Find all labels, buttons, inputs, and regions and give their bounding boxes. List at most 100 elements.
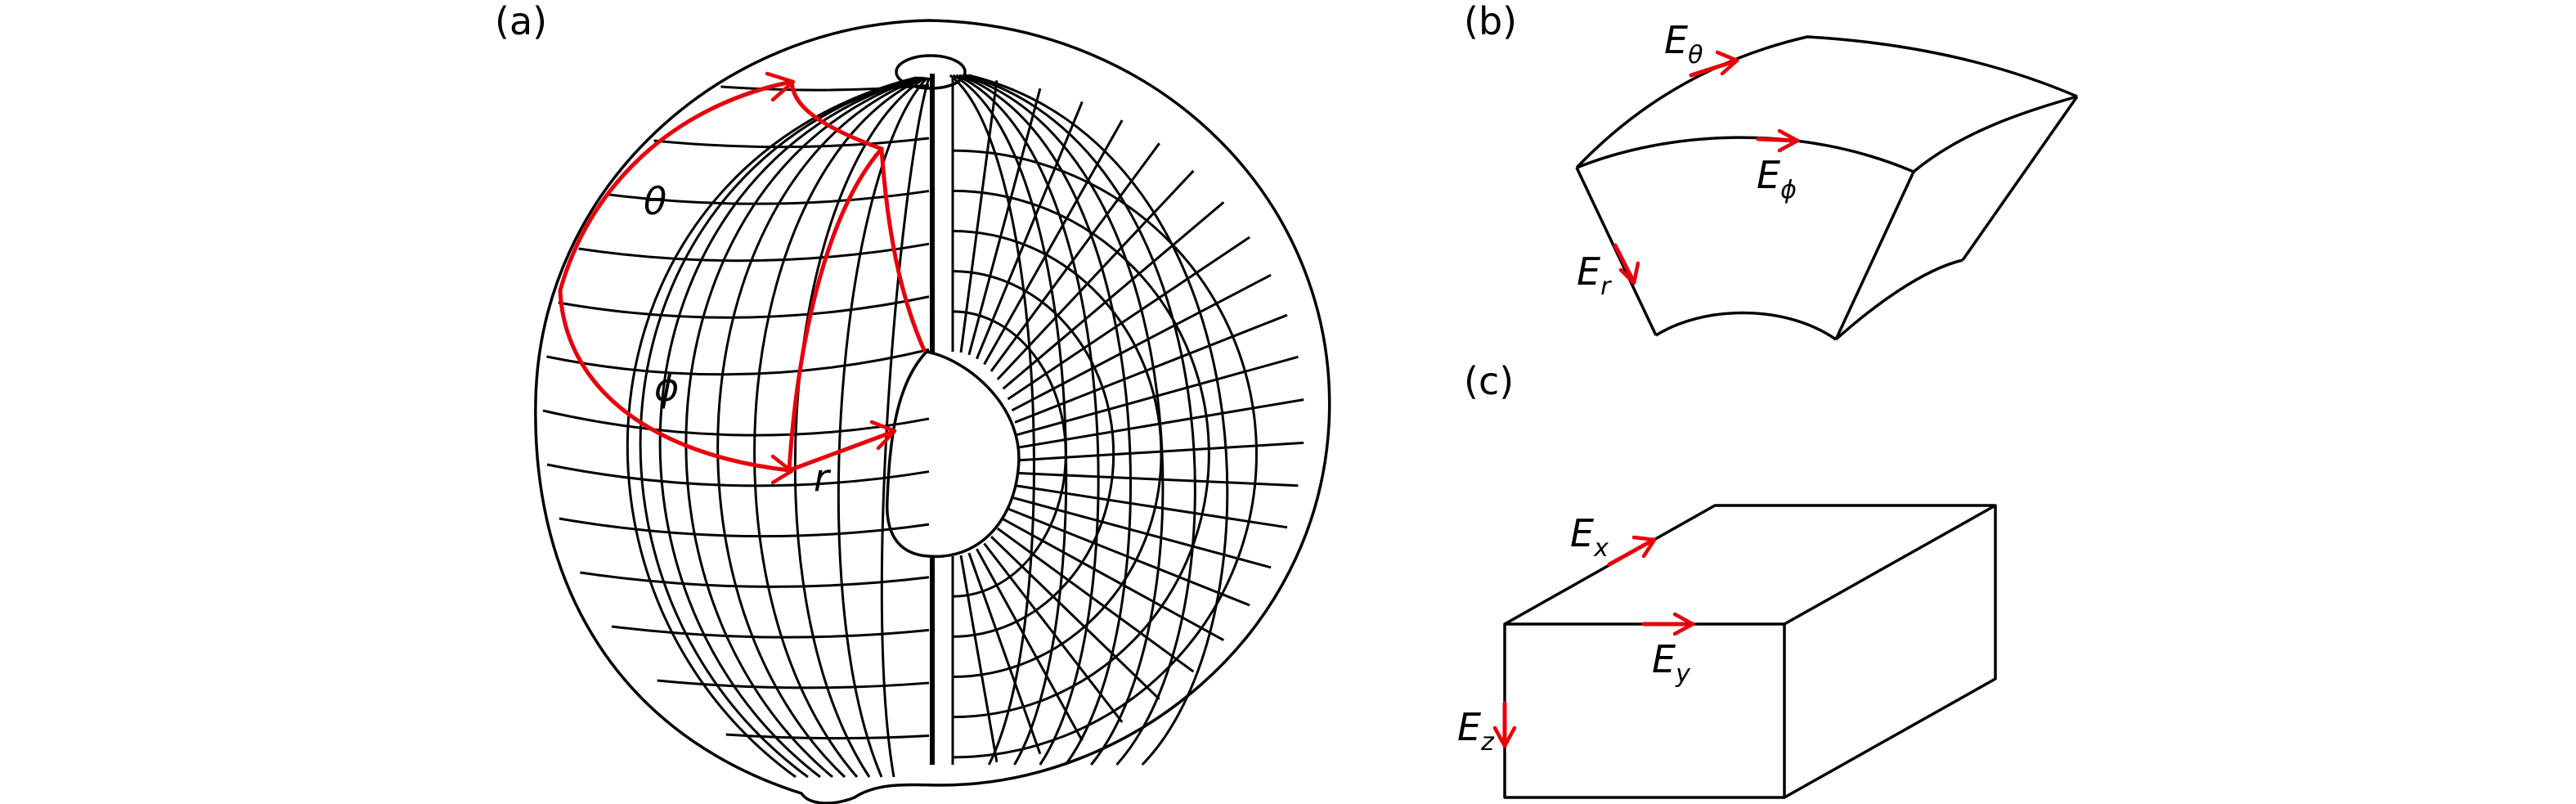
sphere-parallel-line bbox=[653, 137, 930, 149]
sphere-meridian-line bbox=[955, 74, 1100, 766]
r-label: r bbox=[814, 456, 832, 500]
theta-arc bbox=[558, 79, 794, 293]
cut-radial-line bbox=[1007, 236, 1250, 401]
panel-a: (a) bbox=[495, 0, 1331, 804]
panel-c-label: (c) bbox=[1464, 359, 1514, 403]
cut-radial-line bbox=[959, 80, 999, 353]
cut-radial-line bbox=[967, 552, 1042, 755]
sphere-wireframe bbox=[534, 19, 1331, 804]
phi-arrowhead bbox=[770, 454, 794, 485]
theta-label: θ bbox=[644, 179, 666, 223]
box-front-face bbox=[1503, 622, 1786, 799]
E-z-arrowhead bbox=[1492, 725, 1517, 748]
cut-radial-line bbox=[996, 169, 1195, 380]
sphere-meridians-right bbox=[949, 74, 1229, 766]
E-x-label: Ex bbox=[1570, 511, 1609, 563]
sphere-meridian-line bbox=[626, 76, 917, 779]
sphere-parallel-line bbox=[546, 348, 930, 376]
cut-radial-line bbox=[1002, 518, 1225, 642]
sphere-parallel-line bbox=[546, 463, 930, 487]
sphere-cut-radial-lines bbox=[951, 78, 1304, 765]
cut-radial-line bbox=[976, 101, 1084, 360]
sphere-meridian-line bbox=[952, 74, 1068, 766]
E-y-label: Ey bbox=[1652, 637, 1691, 689]
spherical-element-right-edge bbox=[1961, 95, 2079, 262]
panel-b-label: (b) bbox=[1464, 0, 1517, 43]
E-r-vector bbox=[1613, 243, 1636, 285]
cut-radial-line bbox=[959, 555, 999, 762]
E-phi-arrowhead bbox=[1777, 128, 1800, 153]
sphere-meridian-line bbox=[658, 76, 920, 779]
sphere-parallel-line bbox=[657, 679, 930, 689]
sphere-meridian-line bbox=[639, 76, 918, 779]
cartesian-field-vectors bbox=[1492, 535, 1695, 748]
sphere-parallel-line bbox=[542, 409, 930, 437]
spherical-element-top-front bbox=[1576, 136, 1914, 173]
sphere-outline bbox=[534, 19, 1331, 804]
box-right-face bbox=[1784, 505, 1997, 799]
spherical-element-top-back bbox=[1575, 35, 2078, 169]
r-vector-arrowhead bbox=[869, 420, 897, 451]
E-z-label: Ez bbox=[1457, 705, 1495, 757]
sphere-meridian-line bbox=[967, 74, 1229, 766]
phi-arc bbox=[558, 288, 792, 473]
cut-radial-line bbox=[1002, 201, 1225, 390]
sphere-meridian-line bbox=[958, 74, 1133, 766]
sphere-parallel-line bbox=[720, 83, 930, 92]
sphere-meridian-line bbox=[716, 76, 923, 779]
sphere-parallel-line bbox=[580, 571, 930, 588]
sphere-meridian-line bbox=[880, 77, 931, 778]
E-r-arrowhead bbox=[1618, 261, 1640, 285]
cut-radial-line bbox=[976, 548, 1084, 742]
E-x-vector bbox=[1607, 537, 1656, 567]
cut-radial-line bbox=[1014, 313, 1288, 424]
cut-radial-line bbox=[1007, 507, 1250, 607]
inner-cut-hole bbox=[886, 350, 1021, 559]
cut-ring-line bbox=[952, 230, 1163, 678]
E-phi-label: Eϕ bbox=[1757, 153, 1797, 204]
spherical-field-vectors bbox=[1613, 50, 1800, 285]
sphere-parallels-left bbox=[542, 83, 930, 740]
cut-ring-line bbox=[952, 149, 1259, 759]
cut-radial-line bbox=[967, 88, 1042, 356]
spherical-element-bottom-front bbox=[1655, 311, 1837, 341]
E-x-arrowhead bbox=[1631, 535, 1657, 559]
sphere-parallel-line bbox=[578, 242, 930, 263]
sphere-parallel-line bbox=[725, 733, 930, 740]
sphere-meridian-line bbox=[962, 74, 1165, 766]
cut-radial-line bbox=[1012, 496, 1272, 569]
E-theta-arrowhead bbox=[1715, 50, 1739, 76]
sphere-meridian-line bbox=[837, 76, 929, 778]
cut-ring-line bbox=[952, 270, 1115, 638]
north-pole-hole bbox=[895, 54, 967, 90]
spherical-element-front-right-edge bbox=[1834, 171, 1915, 340]
E-theta-vector bbox=[1689, 58, 1739, 78]
spherical-element-top-right bbox=[1912, 95, 2078, 173]
cut-radial-line bbox=[1011, 273, 1272, 412]
r-vector bbox=[787, 429, 895, 473]
sphere-parallel-line bbox=[559, 517, 930, 538]
sphere-parallel-line bbox=[611, 625, 930, 639]
cut-radial-line bbox=[983, 542, 1124, 723]
spherical-coordinate-vectors bbox=[558, 71, 927, 485]
panel-b: (b) Eθ Eϕ Er bbox=[1464, 0, 2079, 341]
phi-label: ϕ bbox=[654, 366, 679, 410]
E-r-label: Er bbox=[1577, 249, 1612, 301]
sphere-meridian-line bbox=[965, 74, 1196, 766]
cut-radial-line bbox=[996, 527, 1195, 673]
meridian-projection bbox=[789, 79, 927, 353]
cut-radial-line bbox=[990, 536, 1160, 700]
cut-ring-line bbox=[952, 310, 1067, 598]
E-theta-label: Eθ bbox=[1664, 18, 1703, 70]
sphere-meridian-line bbox=[793, 76, 927, 778]
E-y-arrowhead bbox=[1672, 612, 1695, 636]
panel-c: (c) Ex Ey Ez bbox=[1457, 359, 1997, 799]
cut-ring-line bbox=[952, 189, 1210, 719]
sphere-meridian-line bbox=[684, 76, 922, 779]
cut-radial-line bbox=[983, 119, 1124, 366]
theta-arrowhead bbox=[765, 71, 796, 102]
panel-a-label: (a) bbox=[495, 0, 547, 43]
spherical-element-bottom-right bbox=[1834, 258, 1963, 341]
E-phi-vector bbox=[1756, 137, 1800, 143]
